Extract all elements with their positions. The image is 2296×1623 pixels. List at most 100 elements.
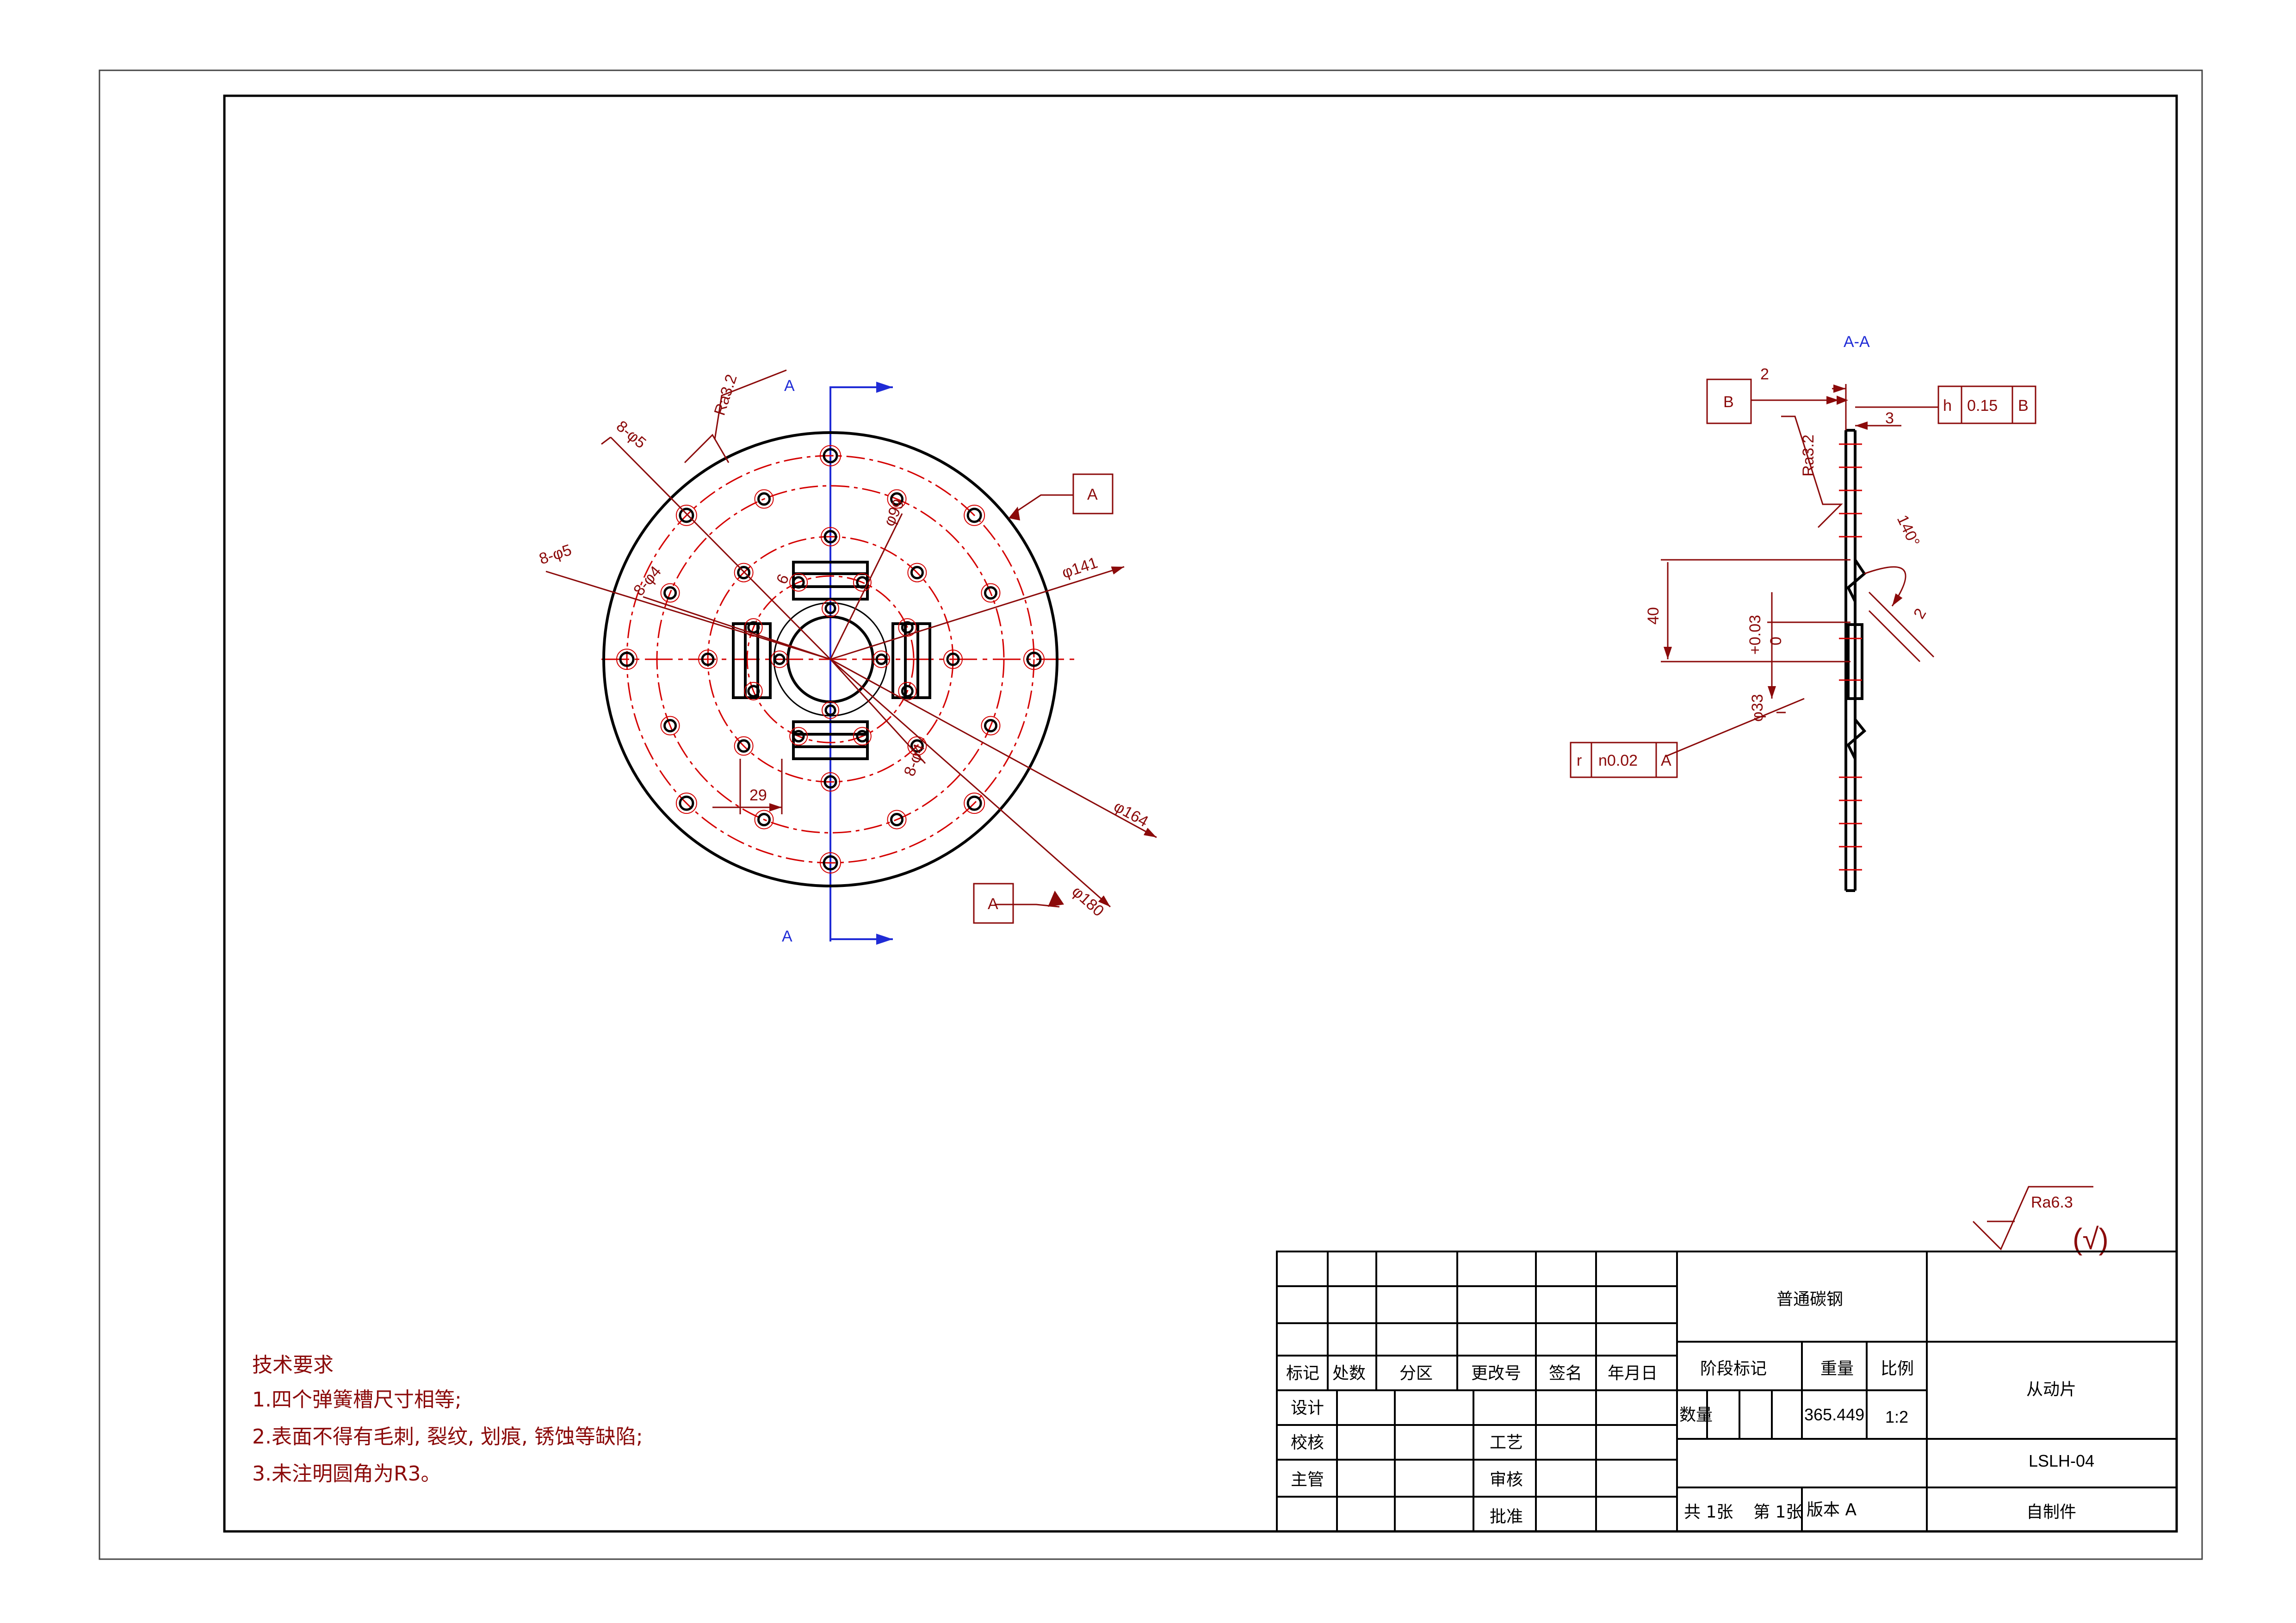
tech-req-item: 3.未注明圆角为R3。 xyxy=(252,1462,441,1486)
datum-bottom: A xyxy=(988,895,998,913)
dim-29: 29 xyxy=(749,787,767,804)
dim-8-phi4-b: 8-φ4 xyxy=(901,742,928,779)
hole-centermark xyxy=(754,810,774,830)
tol-zero: 0 xyxy=(1767,637,1785,645)
spring-slot-bottom xyxy=(792,720,869,760)
weight-label: 重量 xyxy=(1820,1359,1854,1378)
tol-value: 0.15 xyxy=(1967,397,1998,415)
front-view: A A xyxy=(537,369,1157,945)
role-design: 设计 xyxy=(1291,1399,1324,1418)
role-supervisor: 主管 xyxy=(1291,1470,1324,1489)
hole-centermark xyxy=(822,600,839,617)
hole xyxy=(619,651,635,667)
angle-arc xyxy=(1864,566,1906,607)
hole-centermark xyxy=(820,852,841,873)
hole xyxy=(901,685,914,698)
role-check: 校核 xyxy=(1291,1433,1324,1452)
hole xyxy=(856,576,869,589)
role-approve: 批准 xyxy=(1490,1507,1523,1526)
leader-phi141 xyxy=(830,566,1125,660)
datum-b-box xyxy=(1706,378,1752,424)
section-view: A-A B xyxy=(1570,333,2036,892)
hole xyxy=(679,508,694,523)
hole xyxy=(901,621,914,634)
hole-group xyxy=(616,445,1045,873)
hole-centermark xyxy=(853,727,872,746)
section-centerlines xyxy=(1839,443,1862,871)
rev-header: 签名 xyxy=(1549,1364,1582,1383)
hole xyxy=(757,492,771,506)
hole-centermark xyxy=(820,445,841,466)
inner-border xyxy=(223,94,2178,1533)
hole-centermark xyxy=(898,681,917,700)
hole-centermark xyxy=(943,650,963,669)
part-name: 从动片 xyxy=(2026,1380,2076,1399)
runout-value: n0.02 xyxy=(1598,752,1638,769)
dim-2-top: 2 xyxy=(1760,365,1769,383)
version: 版本 A xyxy=(1807,1500,1857,1519)
rev-header: 标记 xyxy=(1286,1364,1319,1383)
dim-6: 6 xyxy=(773,571,792,587)
hole xyxy=(966,795,982,811)
datum-triangle-right xyxy=(1009,507,1020,520)
general-roughness-check: (√) xyxy=(2073,1222,2109,1256)
outer-border xyxy=(99,69,2203,1560)
scale-label: 比例 xyxy=(1881,1359,1914,1378)
hole xyxy=(946,652,960,666)
role-process: 工艺 xyxy=(1490,1433,1523,1452)
roughness-symbol-top xyxy=(684,434,730,464)
hole xyxy=(856,730,869,743)
hole-centermark xyxy=(821,527,840,546)
tol-datum: B xyxy=(2018,397,2029,415)
datum-box-bottom xyxy=(973,883,1014,924)
drawing-no: LSLH-04 xyxy=(2029,1451,2094,1470)
hole-centermark xyxy=(964,504,985,526)
hole xyxy=(910,739,924,753)
hole-centermark xyxy=(734,563,754,582)
tech-req-item: 1.四个弹簧槽尺寸相等; xyxy=(252,1388,462,1412)
dim-phi180: φ180 xyxy=(1069,883,1108,920)
rev-header: 年月日 xyxy=(1608,1364,1658,1383)
leader-8-phi4 xyxy=(643,596,831,660)
hole-centermark xyxy=(821,772,840,792)
hole-centermark xyxy=(981,583,1001,603)
hole-centermark xyxy=(887,810,907,830)
hole xyxy=(875,653,887,665)
hole xyxy=(774,653,786,665)
hole xyxy=(984,586,997,600)
hole xyxy=(663,719,677,733)
technical-requirements: 技术要求 1.四个弹簧槽尺寸相等; 2.表面不得有毛刺, 裂纹, 划痕, 锈蚀等… xyxy=(252,1353,643,1486)
hole-centermark xyxy=(616,649,637,670)
hole xyxy=(757,812,771,826)
hole-centermark xyxy=(822,701,839,719)
hole xyxy=(792,576,805,589)
tolerance-frame-runout: r n0.02 A xyxy=(1570,742,1678,778)
hole xyxy=(890,492,904,506)
hole-centermark xyxy=(771,650,788,668)
bolt-circle-hub xyxy=(746,575,915,743)
hole xyxy=(890,812,904,826)
datum-b: B xyxy=(1723,393,1734,411)
hole xyxy=(663,586,677,600)
hole-centermark xyxy=(675,793,697,814)
hole-centermark xyxy=(789,573,808,592)
general-roughness-value: Ra6.3 xyxy=(2031,1194,2073,1211)
role-review: 审核 xyxy=(1490,1470,1523,1489)
outer-circle xyxy=(602,431,1058,887)
leader-8-phi5-b xyxy=(545,570,831,660)
tech-req-item: 2.表面不得有毛刺, 裂纹, 划痕, 锈蚀等缺陷; xyxy=(252,1425,643,1449)
dim-phi164: φ164 xyxy=(1111,798,1151,830)
tol-plus: +0.03 xyxy=(1746,615,1764,655)
general-roughness: Ra6.3 (√) xyxy=(1972,1186,2109,1256)
hole-centermark xyxy=(698,650,718,669)
bolt-circle-inner xyxy=(707,536,954,783)
hole xyxy=(910,566,924,580)
datum-leader-right xyxy=(1013,494,1073,514)
runout-leader xyxy=(1665,698,1805,757)
hole-centermark xyxy=(964,793,985,814)
datum-triangle-bottom xyxy=(1048,891,1064,907)
hole xyxy=(824,704,836,716)
bolt-circle-mid xyxy=(656,485,1005,834)
hole-centermark xyxy=(660,716,680,736)
sheets-total: 共 1张 xyxy=(1684,1503,1733,1522)
